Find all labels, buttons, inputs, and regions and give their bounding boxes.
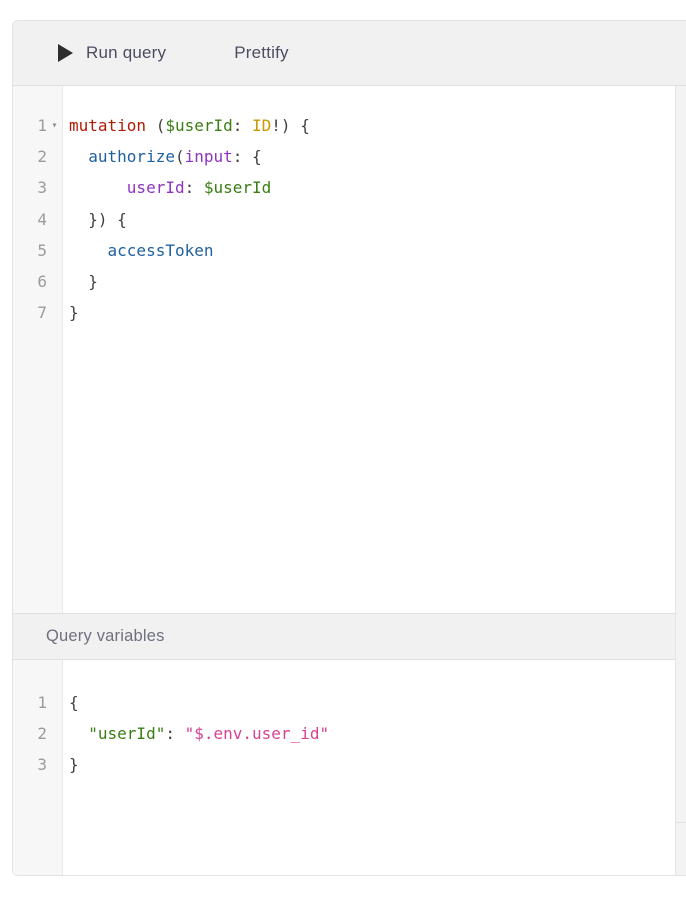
query-variables-header[interactable]: Query variables: [13, 613, 675, 660]
line-number: 7: [37, 303, 47, 323]
variables-gutter: 1 2 3: [13, 660, 63, 875]
code-token: mutation: [69, 116, 147, 135]
gutter-row: 7: [13, 297, 62, 328]
code-token: :: [232, 116, 253, 135]
code-token: accessToken: [107, 240, 214, 260]
line-number: 2: [37, 147, 47, 167]
code-token: [69, 147, 88, 166]
code-token: ID: [252, 116, 272, 135]
code-line: }: [69, 749, 675, 780]
code-token: }: [69, 303, 79, 323]
code-token: $userId: [203, 178, 272, 198]
code-line: accessToken: [69, 235, 675, 266]
code-token: [69, 241, 108, 260]
code-token: :: [165, 724, 185, 744]
query-code[interactable]: mutation ($userId: ID!) { authorize(inpu…: [63, 86, 675, 613]
code-token: (: [146, 116, 166, 135]
gutter-row: 6: [13, 266, 62, 297]
variables-code[interactable]: { "userId": "$.env.user_id"}: [63, 660, 675, 875]
line-number: 1: [37, 116, 47, 136]
gutter-row: 5: [13, 235, 62, 266]
code-token: }: [69, 271, 98, 291]
editor-toolbar: Run query Prettify: [13, 21, 686, 86]
fold-arrow-icon[interactable]: ▾: [51, 120, 58, 132]
line-number: 1: [37, 693, 47, 713]
code-token: {: [69, 693, 79, 712]
gutter-row: 1▾: [13, 110, 62, 141]
code-line: }) {: [69, 204, 675, 235]
code-line: }: [69, 266, 675, 297]
code-token: :: [184, 178, 204, 198]
code-token: [69, 724, 88, 743]
code-line: mutation ($userId: ID!) {: [69, 110, 675, 141]
run-query-label: Run query: [86, 43, 167, 62]
code-token: }: [69, 755, 79, 775]
code-token: authorize: [88, 147, 175, 167]
code-line: authorize(input: {: [69, 141, 675, 172]
gutter-row: 3: [13, 749, 62, 780]
run-query-button[interactable]: Run query: [58, 43, 166, 63]
line-number: 3: [37, 178, 47, 198]
code-token: !) {: [271, 116, 310, 135]
line-number: 5: [37, 240, 47, 260]
prettify-label: Prettify: [234, 43, 289, 62]
line-number: 2: [37, 724, 47, 744]
code-token: (: [174, 147, 185, 167]
variables-code-editor[interactable]: 1 2 3 { "userId": "$.env.user_id"}: [13, 660, 675, 875]
code-token: $userId: [165, 116, 233, 135]
code-token: userId: [126, 178, 185, 198]
gutter-row: 3: [13, 172, 62, 203]
result-pane-divider: [676, 822, 686, 823]
gutter-row: 2: [13, 141, 62, 172]
code-token: "userId": [88, 724, 166, 744]
prettify-button[interactable]: Prettify: [234, 43, 289, 63]
code-token: input: [184, 147, 233, 167]
line-number: 6: [37, 272, 47, 292]
code-token: }) {: [69, 209, 127, 229]
code-token: [69, 178, 127, 197]
gutter-row: 4: [13, 204, 62, 235]
line-number: 4: [37, 209, 47, 229]
result-pane-edge: [676, 86, 686, 875]
code-token: "$.env.user_id": [184, 724, 330, 744]
code-line: {: [69, 687, 675, 718]
play-icon: [58, 44, 73, 62]
gutter-row: 1: [13, 687, 62, 718]
gutter-row: 2: [13, 718, 62, 749]
code-line: userId: $userId: [69, 172, 675, 203]
query-variables-title: Query variables: [46, 627, 165, 645]
line-number: 3: [37, 755, 47, 775]
code-token: : {: [232, 147, 262, 167]
code-line: "userId": "$.env.user_id": [69, 718, 675, 749]
code-line: }: [69, 297, 675, 328]
